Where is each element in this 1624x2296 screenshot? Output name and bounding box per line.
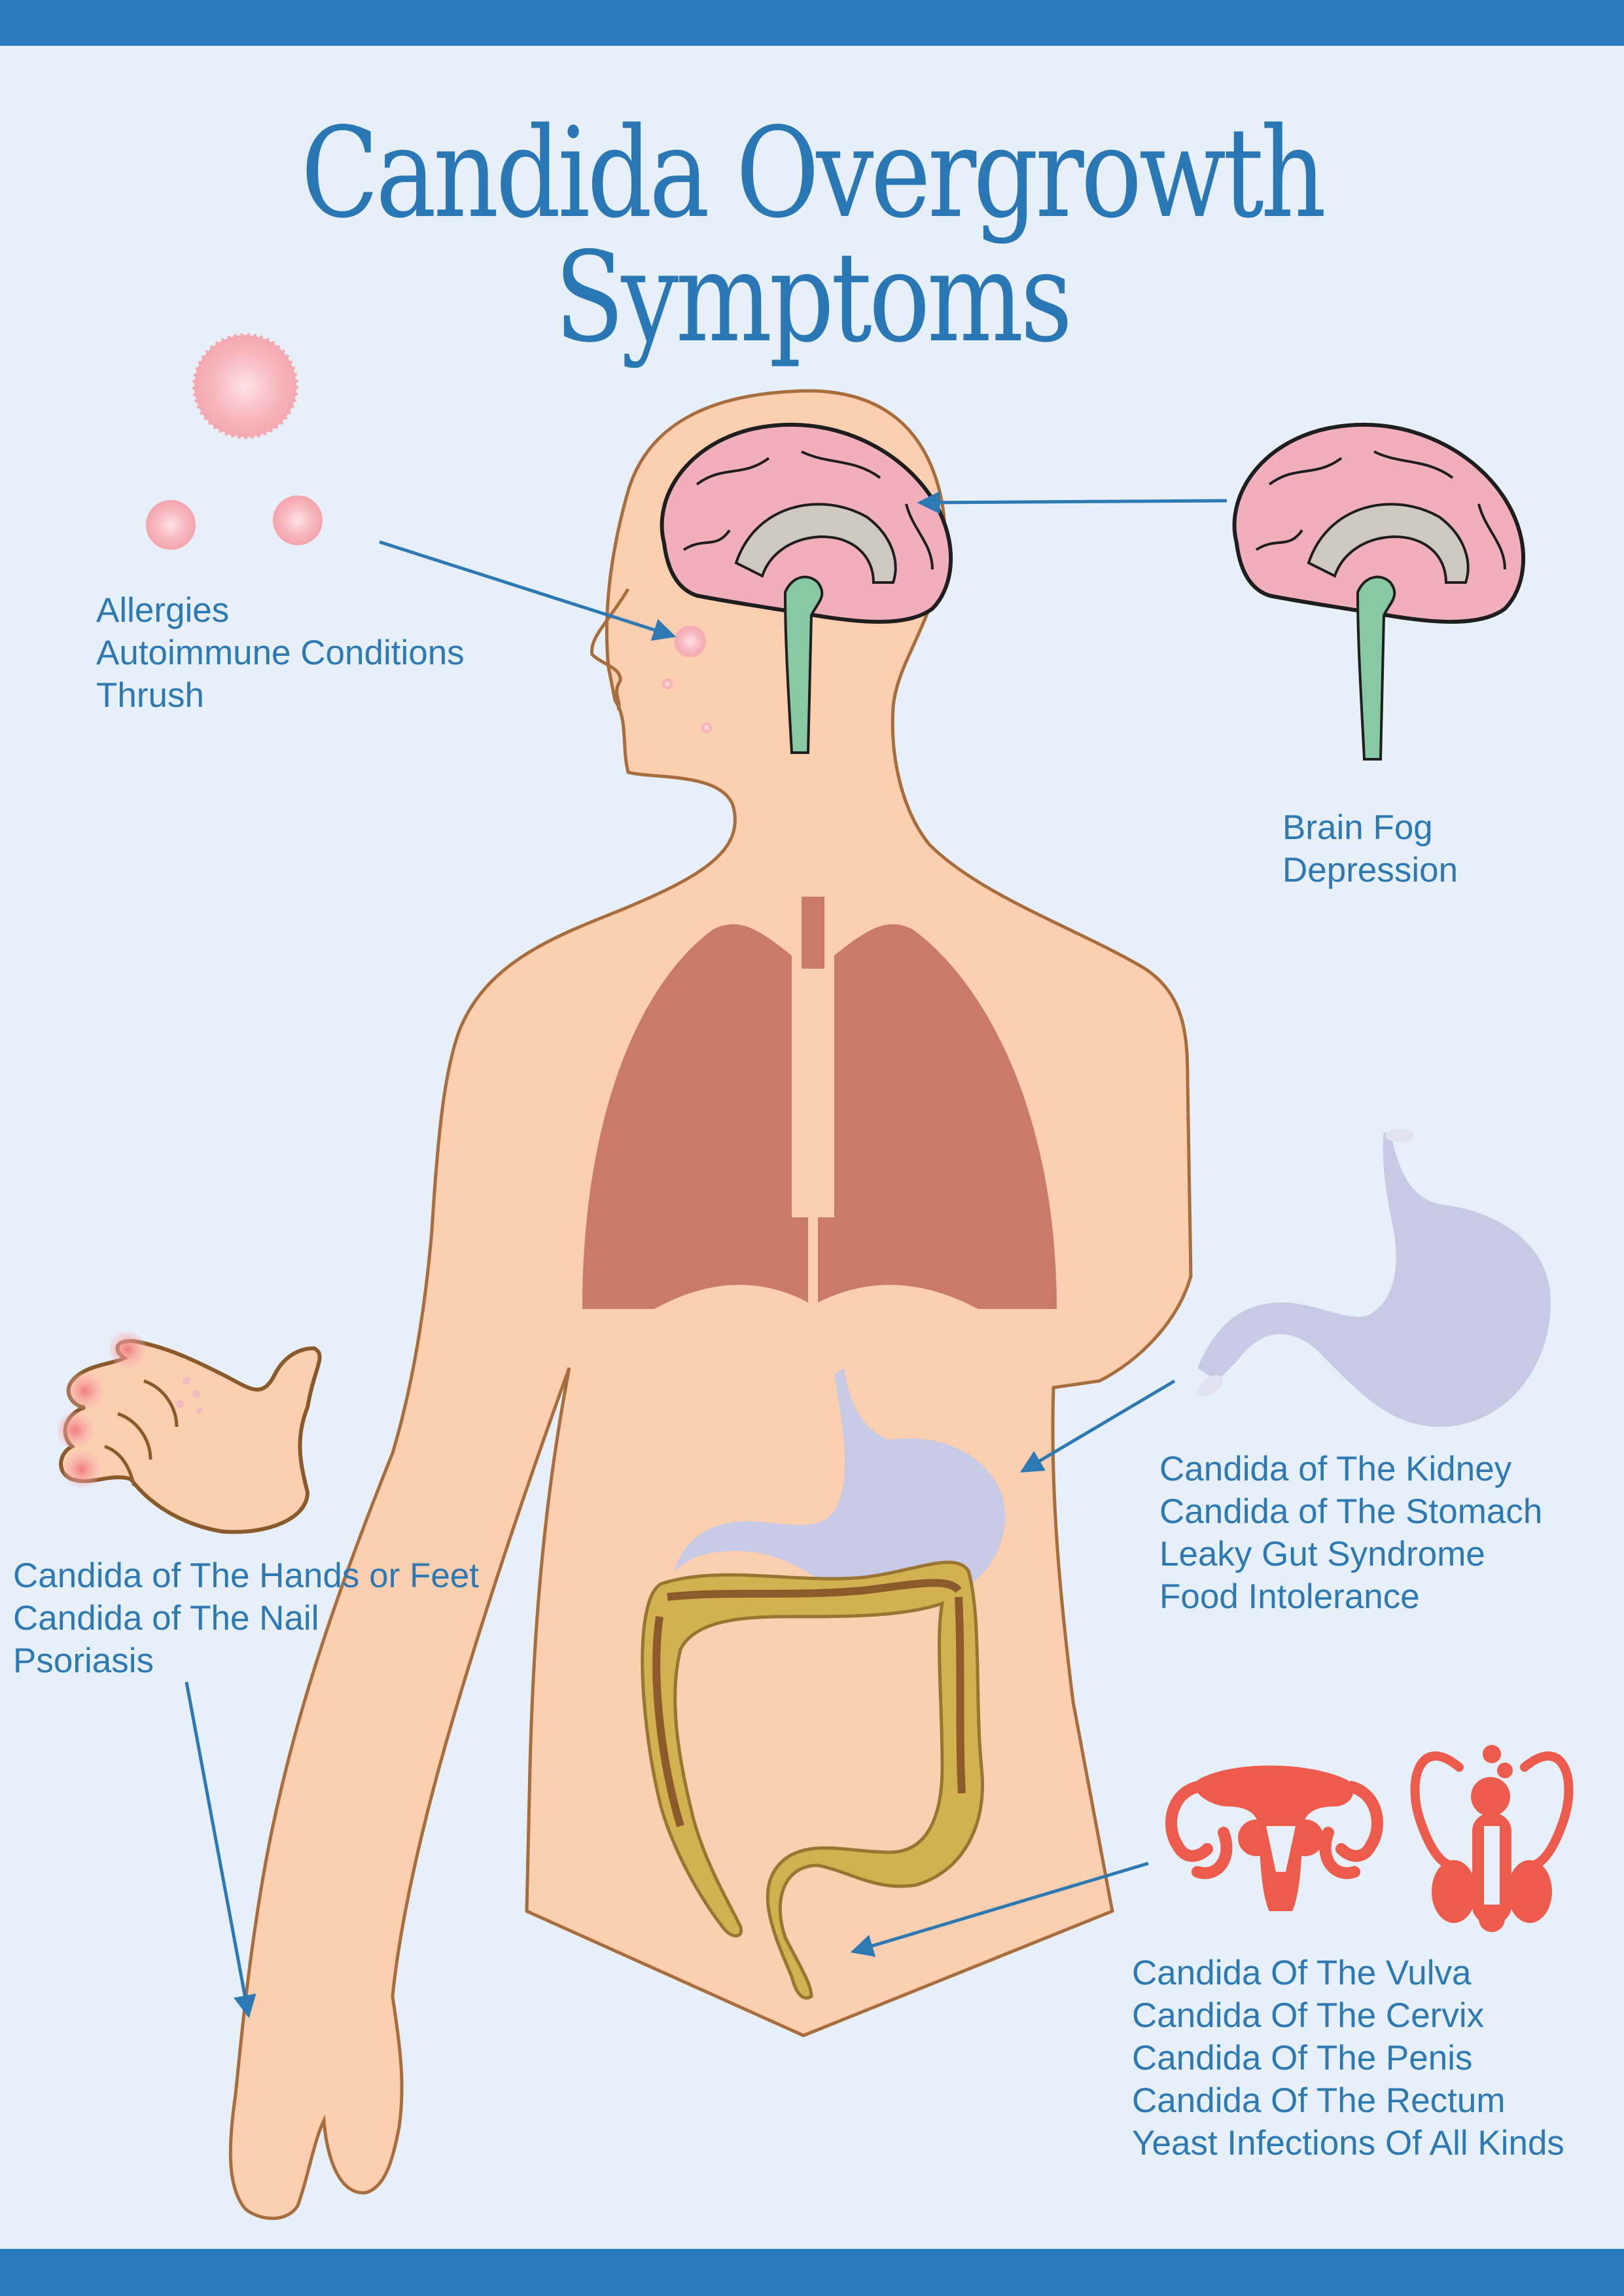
genital-symptoms-label: Candida Of The Vulva Candida Of The Cerv…	[1132, 1952, 1564, 2164]
symptom-text: Yeast Infections Of All Kinds	[1132, 2124, 1564, 2162]
lungs-icon	[582, 897, 1057, 1309]
symptom-text: Candida of The Hands or Feet	[13, 1556, 480, 1595]
stomach-icon	[1197, 1129, 1551, 1427]
symptom-text: Candida Of The Vulva	[1132, 1954, 1472, 1992]
uterus-icon	[1165, 1765, 1383, 1911]
arrow-genital	[850, 1861, 1149, 1957]
symptom-text: Candida of The Kidney	[1159, 1450, 1512, 1488]
head-symptoms-label: Allergies Autoimmune Conditions Thrush	[96, 589, 465, 717]
symptom-text: Candida of The Stomach	[1159, 1492, 1543, 1531]
stomach-symptoms-label: Candida of The Kidney Candida of The Sto…	[1159, 1448, 1542, 1618]
male-reproductive-icon	[1410, 1745, 1574, 1932]
brain-detail-icon	[1232, 422, 1526, 761]
page-title: Candida Overgrowth Symptoms	[300, 101, 1326, 370]
intestine-icon	[641, 1560, 984, 2000]
brain-icon	[660, 422, 953, 754]
symptom-text: Candida Of The Rectum	[1132, 2081, 1506, 2120]
arrow-head	[379, 540, 677, 641]
symptom-text: Depression	[1282, 851, 1458, 889]
bottom-bar	[0, 2249, 1624, 2296]
hand-icon	[57, 1331, 322, 1534]
symptom-text: Candida Of The Cervix	[1132, 1996, 1485, 2035]
arrow-brain	[917, 491, 1227, 514]
brain-symptoms-label: Brain Fog Depression	[1282, 806, 1458, 891]
stomach-organ	[674, 1368, 1006, 1600]
arrow-stomach	[1019, 1379, 1176, 1473]
symptom-text: Food Intolerance	[1159, 1577, 1420, 1616]
symptom-text: Leaky Gut Syndrome	[1159, 1535, 1485, 1573]
symptom-text: Thrush	[96, 676, 204, 715]
symptom-text: Candida Of The Penis	[1132, 2039, 1473, 2077]
arrow-hands	[185, 1681, 256, 2018]
symptom-text: Brain Fog	[1282, 808, 1433, 847]
symptom-text: Psoriasis	[13, 1641, 154, 1680]
callout-arrows	[185, 491, 1227, 2018]
symptom-text: Allergies	[96, 591, 230, 630]
symptom-text: Candida of The Nail	[13, 1599, 319, 1638]
face-profile	[590, 588, 630, 711]
top-bar	[0, 0, 1624, 46]
symptom-text: Autoimmune Conditions	[96, 634, 465, 672]
hands-symptoms-label: Candida of The Hands or Feet Candida of …	[13, 1554, 479, 1682]
spore-icon	[146, 333, 712, 733]
